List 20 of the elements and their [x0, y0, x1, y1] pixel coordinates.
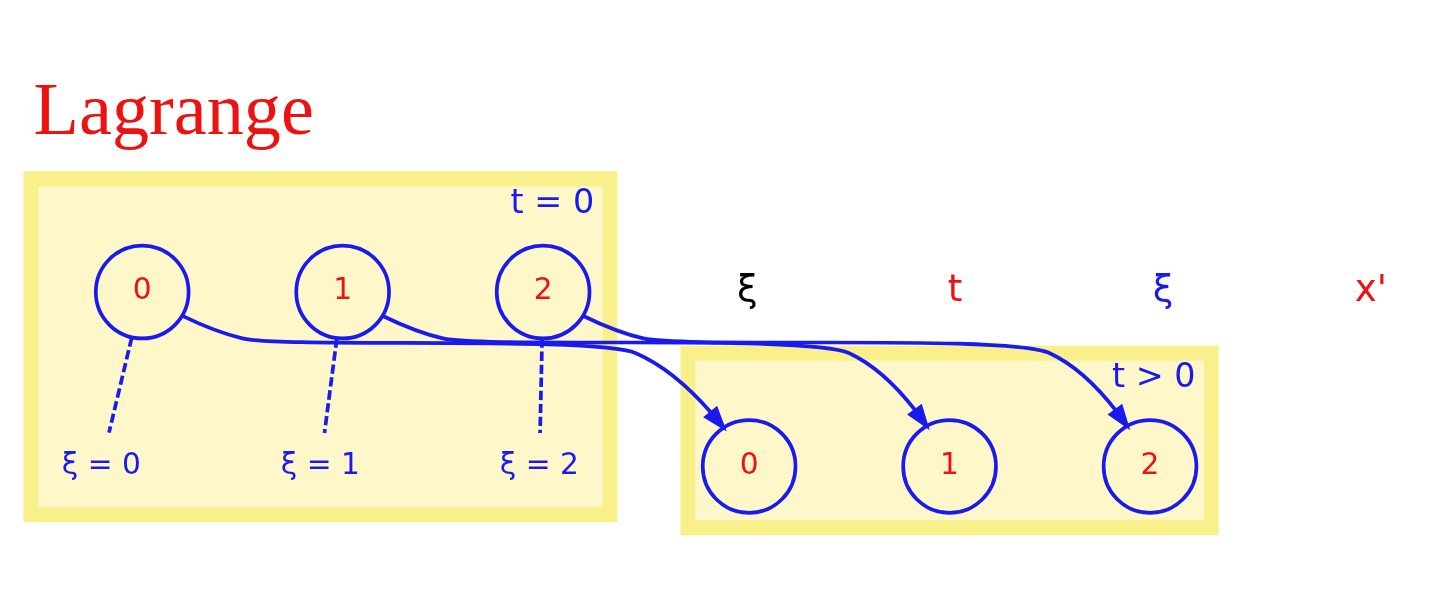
node-circle: 1 — [901, 418, 998, 515]
node-circle: 2 — [494, 243, 592, 341]
label: ξ — [736, 267, 758, 311]
node-circle: 0 — [700, 418, 798, 515]
node-circle: 1 — [294, 243, 391, 341]
node-text: ξ = 2 — [499, 445, 579, 481]
node-text: ξ = 0 — [61, 445, 141, 481]
node-circle: 0 — [93, 243, 191, 341]
arrow — [582, 314, 1131, 431]
label: ξ — [1152, 267, 1174, 311]
node-circle: 2 — [1101, 418, 1199, 515]
node-text: ξ = 1 — [280, 445, 360, 481]
diagram-title: Lagrange — [33, 68, 314, 151]
connector — [538, 338, 544, 434]
connector — [107, 337, 134, 434]
label: t — [947, 267, 963, 311]
arrow — [181, 314, 727, 432]
connector — [322, 338, 339, 434]
arrow — [382, 314, 930, 431]
label: x' — [1354, 267, 1387, 311]
